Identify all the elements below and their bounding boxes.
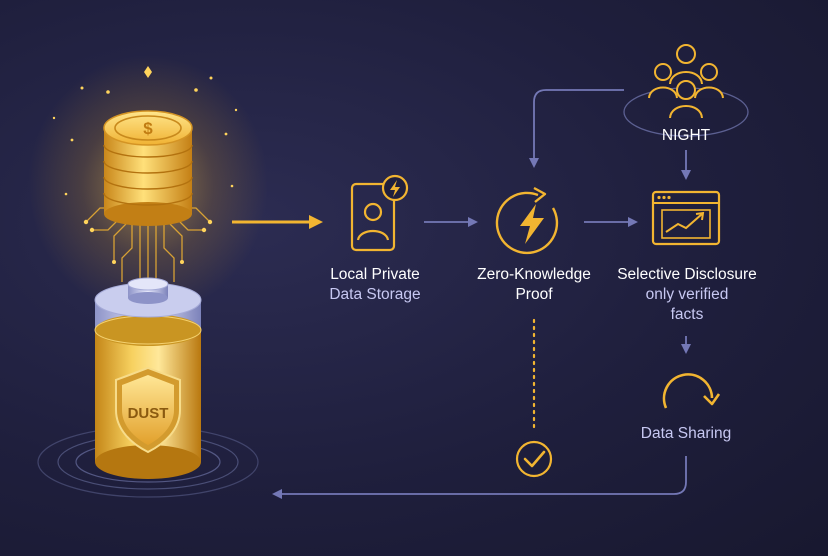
browser-chart-icon <box>651 190 721 246</box>
storage-line2: Data Storage <box>329 286 421 303</box>
arrow-night-to-zkp <box>529 89 624 168</box>
node-selective-disclosure: Selective Disclosure only verified facts <box>603 265 771 325</box>
sharing-label: Data Sharing <box>640 425 732 442</box>
user-group-icon <box>648 44 724 119</box>
battery-badge: DUST <box>128 405 169 422</box>
sparkles <box>52 66 238 196</box>
circuit-nodes <box>83 219 213 264</box>
storage-line1: Local Private <box>330 266 420 283</box>
dollar-coin-icon: $ <box>103 110 193 226</box>
zkp-line2: Proof <box>515 286 553 303</box>
node-night: NIGHT <box>626 126 746 146</box>
node-zero-knowledge-proof: Zero-Knowledge Proof <box>456 265 612 305</box>
arrow-sharing-to-battery <box>272 456 687 499</box>
node-data-sharing: Data Sharing <box>618 424 754 444</box>
disclosure-line2: only verified <box>645 286 729 303</box>
shield-icon: DUST <box>115 366 181 454</box>
lightning-badge-icon <box>381 174 409 202</box>
night-label: NIGHT <box>661 127 711 144</box>
phone-user-icon <box>350 182 396 252</box>
disclosure-line1: Selective Disclosure <box>617 266 757 283</box>
refresh-icon <box>662 373 721 409</box>
zkp-line1: Zero-Knowledge <box>477 266 591 283</box>
disclosure-line3: facts <box>670 306 704 323</box>
node-local-storage: Local Private Data Storage <box>305 265 445 305</box>
check-circle-icon <box>515 440 553 478</box>
coin-symbol: $ <box>143 119 153 138</box>
lightning-icon <box>495 186 559 255</box>
